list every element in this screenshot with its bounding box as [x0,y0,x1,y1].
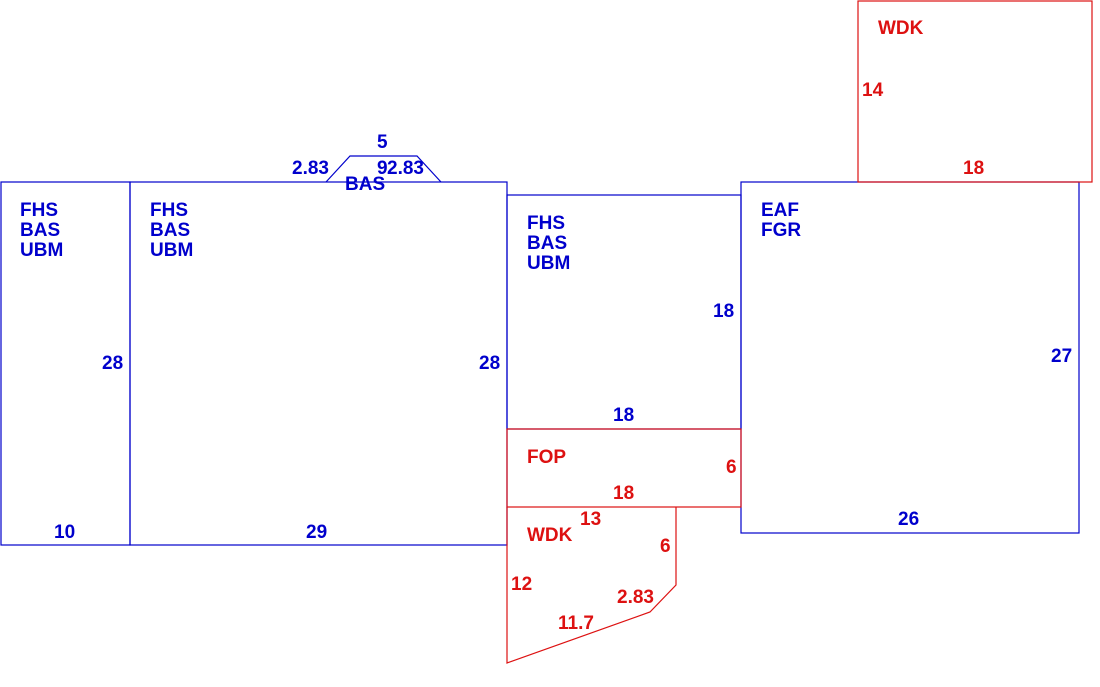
lower-deck-short-diag-dim: 2.83 [617,587,654,608]
bay-depth-dim: 9 [377,158,388,179]
upper-deck-outline [857,0,1093,183]
main-section-code-1: FHS [150,200,188,221]
center-section-code-3: UBM [527,253,570,274]
lower-deck-code: WDK [527,525,573,546]
porch-side-dim: 6 [726,457,737,478]
porch-code: FOP [527,447,566,468]
porch-bottom-dim: 18 [613,483,634,504]
main-section-bottom-dim: 29 [306,522,327,543]
main-section-code-2: BAS [150,220,190,241]
center-section-bottom-dim: 18 [613,405,634,426]
upper-deck-bottom-dim: 18 [963,158,984,179]
left-section-code-1: FHS [20,200,58,221]
bay-left-diag-dim: 2.83 [292,158,329,179]
center-section-side-dim: 18 [713,301,734,322]
left-section-side-dim: 28 [102,353,123,374]
left-section-bottom-dim: 10 [54,522,75,543]
bay-right-diag-dim: 2.83 [387,158,424,179]
bay-top-dim: 5 [377,132,388,153]
upper-deck-side-dim: 14 [862,80,884,101]
right-section-code-1: EAF [761,200,799,221]
right-section-code-2: FGR [761,220,801,241]
lower-deck-left-dim: 12 [511,574,532,595]
left-section-code-2: BAS [20,220,60,241]
porch-outline [506,428,742,508]
lower-deck-long-diag-dim: 11.7 [558,613,594,634]
bay-code: BAS [345,174,385,195]
right-section-bottom-dim: 26 [898,509,919,530]
lower-deck-right-dim: 6 [660,536,671,557]
bay-outline [325,155,442,183]
left-section-code-3: UBM [20,240,63,261]
main-section-side-dim: 28 [479,353,500,374]
right-section-side-dim: 27 [1051,346,1072,367]
upper-deck-code: WDK [878,18,924,39]
lower-deck-top-dim: 13 [580,509,601,530]
lower-deck-outline [506,507,677,664]
center-section-code-1: FHS [527,213,565,234]
center-section-code-2: BAS [527,233,567,254]
main-section-code-3: UBM [150,240,193,261]
